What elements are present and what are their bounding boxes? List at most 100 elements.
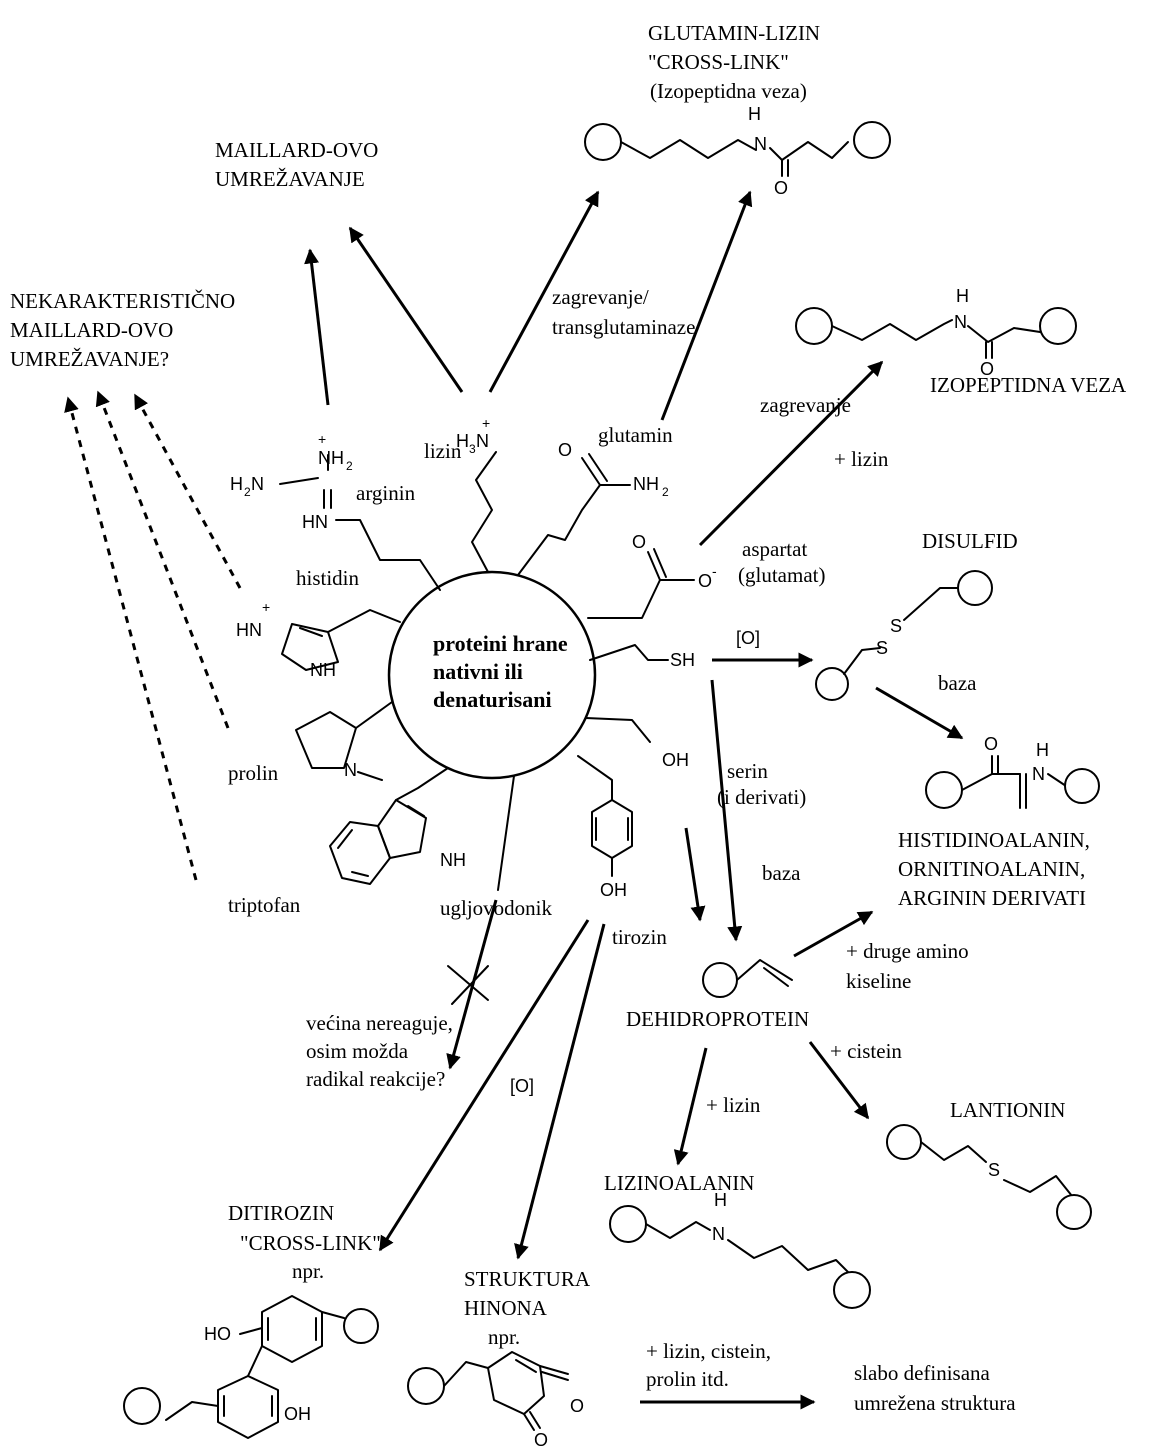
cond-unreactive-2: osim možda xyxy=(306,1039,409,1063)
tyr-oh: OH xyxy=(600,880,627,900)
lal-h: H xyxy=(714,1190,727,1210)
his-nh: NH xyxy=(310,660,336,680)
gln-nh-sub: 2 xyxy=(662,485,669,499)
cond-heat: zagrevanje xyxy=(760,393,851,417)
glulys-label-3: (Izopeptidna veza) xyxy=(650,79,807,103)
serine-side-chain: OH serin (i derivati) xyxy=(585,717,806,809)
cond-base-2: baza xyxy=(762,861,801,885)
arrow-tyr-dityrosine xyxy=(378,919,590,1252)
disulfide-label: DISULFID xyxy=(922,529,1018,553)
block-x-2 xyxy=(451,965,489,1005)
dash-his xyxy=(133,393,242,589)
glulys-structure: H N O xyxy=(584,104,891,198)
guanidine-nh2-sub: 2 xyxy=(346,459,353,473)
cond-mix-2: prolin itd. xyxy=(646,1367,729,1391)
illdef-label-1: slabo definisana xyxy=(854,1361,991,1385)
histidinoalanine-structure: O H N xyxy=(925,734,1100,809)
dehydroprotein-structure xyxy=(702,959,793,998)
quinone-structure: O O xyxy=(407,1351,584,1446)
gln-o: O xyxy=(558,440,572,460)
cond-heat-tg-2: transglutaminaze xyxy=(552,315,695,339)
cond-unreactive-1: većina nereaguje, xyxy=(306,1011,453,1035)
cond-other-aa-1: + druge amino xyxy=(846,939,969,963)
lanthionine-structure: S xyxy=(886,1124,1092,1230)
asp-o: O xyxy=(632,532,646,552)
nonspec-label-1: NEKARAKTERISTIČNO xyxy=(10,289,235,313)
arrow-lys-crosslink xyxy=(488,190,600,393)
cond-mix-1: + lizin, cistein, xyxy=(646,1339,771,1363)
proline-label: prolin xyxy=(228,761,279,785)
tryptophan-side-chain: NH triptofan xyxy=(228,767,466,917)
iso-o: O xyxy=(980,359,994,379)
aspartate-label: aspartat xyxy=(742,537,807,561)
cond-plus-cys: + cistein xyxy=(830,1039,902,1063)
lanthionine-label: LANTIONIN xyxy=(950,1098,1065,1122)
dityrosine-label-3: npr. xyxy=(292,1259,324,1283)
dityrosine-label-2: "CROSS-LINK" xyxy=(240,1231,381,1255)
q-o2: O xyxy=(534,1430,548,1446)
arrow-hc-blocked xyxy=(446,899,498,1070)
hydrocarbon-label: ugljovodonik xyxy=(440,896,553,920)
ha-o: O xyxy=(984,734,998,754)
arginine-label: arginin xyxy=(356,481,416,505)
dityrosine-label-1: DITIROZIN xyxy=(228,1201,334,1225)
his-plus: + xyxy=(262,599,270,615)
guanidine-plus: + xyxy=(318,431,326,447)
quinone-label-1: STRUKTURA xyxy=(464,1267,591,1291)
cys-sh: SH xyxy=(670,650,695,670)
cond-heat-tg-1: zagrevanje/ xyxy=(552,285,649,309)
h3n-sub: 3 xyxy=(469,442,476,456)
isopeptide-label: IZOPEPTIDNA VEZA xyxy=(930,373,1127,397)
glulys-o: O xyxy=(774,178,788,198)
iso-h: H xyxy=(956,286,969,306)
lal-n: N xyxy=(712,1224,725,1244)
asp-o-minus: O xyxy=(698,571,712,591)
guanidine-hn: HN xyxy=(302,512,328,532)
dt-ho: HO xyxy=(204,1324,231,1344)
pro-n: N xyxy=(344,760,357,780)
his-hn: HN xyxy=(236,620,262,640)
glulys-label-1: GLUTAMIN-LIZIN xyxy=(648,21,820,45)
arrow-dehydro-lysinoalanine xyxy=(673,1047,708,1166)
trp-nh: NH xyxy=(440,850,466,870)
arrow-asp-isopeptide xyxy=(698,360,884,547)
hydrocarbon-side-chain: ugljovodonik xyxy=(440,775,553,920)
dash-trp xyxy=(64,396,198,881)
cond-plus-lys2: + lizin xyxy=(706,1093,761,1117)
glulys-n: N xyxy=(754,134,767,154)
q-o1: O xyxy=(570,1396,584,1416)
center-label-3: denaturisani xyxy=(433,687,552,712)
center-label-2: nativni ili xyxy=(433,659,523,684)
h3n-n: N xyxy=(476,431,489,451)
guanidine-nh2: NH xyxy=(318,448,344,468)
asp-minus: - xyxy=(712,563,717,579)
arrow-gln-crosslink xyxy=(660,190,753,421)
lan-s: S xyxy=(988,1160,1000,1180)
cond-other-aa-2: kiseline xyxy=(846,969,911,993)
center-label-1: proteini hrane xyxy=(433,631,568,656)
cond-unreactive-3: radikal reakcije? xyxy=(306,1067,445,1091)
arrow-dehydro-lanthionine xyxy=(808,1041,870,1120)
hisala-label-2: ORNITINOALANIN, xyxy=(898,857,1085,881)
aspartate-side-chain: O O - aspartat (glutamat) xyxy=(587,532,825,619)
h3n-h: H xyxy=(456,431,469,451)
cond-oxid2: [O] xyxy=(510,1076,534,1096)
maillard-label-1: MAILLARD-OVO xyxy=(215,138,378,162)
glutamine-label: glutamin xyxy=(598,423,673,447)
ds-s1: S xyxy=(876,638,888,658)
hisala-label-1: HISTIDINOALANIN, xyxy=(898,828,1090,852)
cysteine-side-chain: SH xyxy=(589,644,695,670)
arrow-dehydro-his xyxy=(793,910,874,958)
arrow-ser-dehydro xyxy=(710,679,743,942)
ha-n: N xyxy=(1032,764,1045,784)
h3n-plus: + xyxy=(482,415,490,431)
arrow-lys-maillard xyxy=(348,226,464,393)
ds-s2: S xyxy=(890,616,902,636)
illdef-label-2: umrežena struktura xyxy=(854,1391,1016,1415)
glutamine-side-chain: O NH 2 glutamin xyxy=(517,423,673,576)
arrow-disulfide-base xyxy=(875,686,964,740)
iso-n: N xyxy=(954,312,967,332)
proline-side-chain: N prolin xyxy=(228,701,393,785)
lysinoalanine-structure: H N xyxy=(609,1190,871,1309)
